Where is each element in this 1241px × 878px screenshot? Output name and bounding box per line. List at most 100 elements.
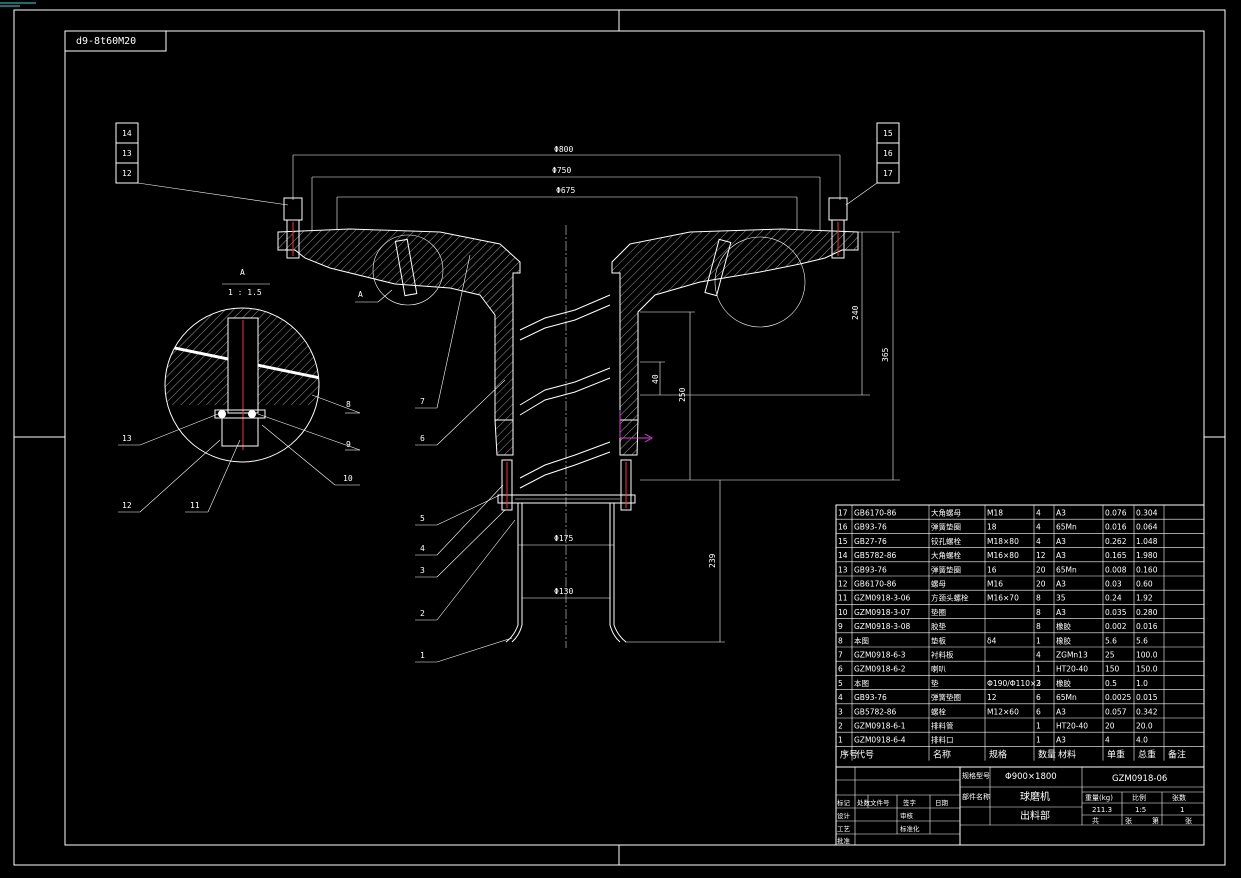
bom-header-cell: 名称 — [933, 748, 951, 760]
bom-cell: A3 — [1056, 608, 1066, 617]
bom-cell: HT20-40 — [1056, 722, 1088, 731]
dim-h239: 239 — [708, 553, 717, 568]
drawing-number: GZM0918-06 — [1112, 774, 1167, 784]
rev-h-4: 签字 — [903, 798, 917, 807]
bom-cell: 14 — [838, 551, 848, 560]
balloon-stack-left: 14 13 12 — [115, 122, 289, 206]
main-balloons: 7 6 5 4 3 2 1 — [415, 254, 516, 663]
bom-cell: 65Mn — [1056, 693, 1077, 702]
part-name: 出料部 — [1020, 809, 1050, 822]
bom-cell: 7 — [838, 651, 843, 660]
bom-cell: GZM0918-6-4 — [854, 736, 906, 745]
scale-label: 比例 — [1132, 793, 1146, 802]
bom-cell: 0.057 — [1105, 707, 1127, 716]
detail-balloon-8: 8 — [346, 400, 351, 409]
bom-cell: 15 — [838, 537, 848, 546]
bom-cell: δ4 — [987, 636, 997, 645]
bom-header-cell: 序号 — [840, 748, 858, 760]
bom-cell: 弹簧垫圈 — [931, 522, 961, 532]
bom-cell: 螺母 — [931, 579, 946, 589]
bom-header-cell: 备注 — [1168, 748, 1186, 760]
main-section-view: Φ800 Φ750 Φ675 240 365 40 250 239 Φ175 Φ… — [277, 145, 900, 648]
bom-cell: 大角螺母 — [931, 508, 961, 518]
dim-d750: Φ750 — [552, 166, 571, 175]
balloon-12: 12 — [122, 169, 132, 178]
bom-cell: 3 — [838, 707, 843, 716]
balloon-stack-right: 15 16 17 — [845, 122, 900, 206]
corner-code: d9-8t60M20 — [76, 36, 136, 47]
bom-cell: 6 — [1036, 707, 1041, 716]
bom-cell: 150 — [1105, 665, 1120, 674]
bom-cell: 0.262 — [1105, 537, 1127, 546]
bom-cell: 6 — [1036, 693, 1041, 702]
part-label: 部件名称 — [962, 792, 990, 801]
bom-cell: GB93-76 — [854, 523, 887, 532]
bom-cell: 橡胶 — [1056, 678, 1072, 688]
section-mark-a: A — [358, 290, 363, 299]
balloon-16: 16 — [883, 149, 893, 158]
bom-cell: 1.92 — [1136, 594, 1153, 603]
bom-header-cell: 代号 — [856, 749, 874, 760]
bom-cell: 1.0 — [1136, 679, 1148, 688]
bom-cell: 150.0 — [1136, 665, 1158, 674]
bom-cell: 16 — [838, 523, 848, 532]
detail-balloon-11: 11 — [190, 501, 200, 510]
bom-cell: 0.002 — [1105, 622, 1127, 631]
bom-cell: 弹簧垫圈 — [931, 692, 961, 702]
bom-cell: 9 — [838, 622, 843, 631]
bom-cell: 8 — [1036, 608, 1041, 617]
bom-cell: GB6170-86 — [854, 580, 897, 589]
bom-cell: 0.342 — [1136, 707, 1158, 716]
bom-cell: 0.60 — [1136, 580, 1153, 589]
scale-value: 1:5 — [1135, 806, 1146, 814]
bom-cell: 0.280 — [1136, 608, 1158, 617]
bom-cell: 铰孔螺栓 — [931, 536, 961, 546]
bom-cell: 100.0 — [1136, 651, 1158, 660]
bom-cell: 0.015 — [1136, 693, 1158, 702]
detail-scale: 1 : 1.5 — [228, 288, 262, 297]
bom-cell: A3 — [1056, 509, 1066, 518]
role-standard: 标准化 — [900, 824, 920, 833]
bom-cell: HT20-40 — [1056, 665, 1088, 674]
bom-cell: 橡胶 — [1056, 635, 1072, 645]
bom-cell: 排料口 — [931, 735, 954, 745]
bom-cell: 1 — [1036, 665, 1041, 674]
balloon-4: 4 — [420, 544, 425, 553]
bom-cell: 20 — [1036, 580, 1046, 589]
bom-cell: GZM0918-6-3 — [854, 651, 906, 660]
role-approve: 批准 — [837, 836, 851, 845]
bom-cell: 0.016 — [1105, 523, 1127, 532]
bom-cell: 0.064 — [1136, 523, 1158, 532]
bom-cell: 方颈头螺栓 — [931, 593, 969, 603]
bom-cell: 1 — [1036, 736, 1041, 745]
bom-cell: GB93-76 — [854, 693, 887, 702]
bom-cell: 12 — [838, 580, 848, 589]
rev-h-3: 文件号 — [870, 798, 890, 807]
bom-cell: 4 — [1036, 523, 1041, 532]
bom-cell: 本图 — [854, 678, 869, 688]
dim-d175: Φ175 — [554, 534, 573, 543]
bom-cell: 5 — [838, 679, 843, 688]
dim-d675: Φ675 — [556, 186, 575, 195]
bom-cell: 橡胶 — [1056, 621, 1072, 631]
bom-cell: 17 — [838, 509, 848, 518]
bom-header-cell: 总重 — [1138, 748, 1156, 760]
bom-cell: 本图 — [854, 635, 869, 645]
bom-cell: A3 — [1056, 551, 1066, 560]
bom-cell: 1 — [1036, 722, 1041, 731]
bom-cell: 1 — [1036, 636, 1041, 645]
bom-cell: 0.016 — [1136, 622, 1158, 631]
balloon-5: 5 — [420, 514, 425, 523]
bom-cell: 排料管 — [931, 721, 954, 731]
role-review: 审核 — [900, 811, 914, 820]
rev-h-1: 标记 — [837, 798, 851, 807]
bom-cell: 8 — [1036, 622, 1041, 631]
bom-cell: 10 — [838, 608, 848, 617]
bom-cell: GB27-76 — [854, 537, 887, 546]
bom-cell: 弹簧垫圈 — [931, 564, 961, 574]
bom-cell: 0.035 — [1105, 608, 1127, 617]
bom-header-cell: 材料 — [1058, 748, 1076, 760]
bom-cell: M12×60 — [987, 707, 1019, 716]
bom-cell: 5.6 — [1105, 636, 1117, 645]
